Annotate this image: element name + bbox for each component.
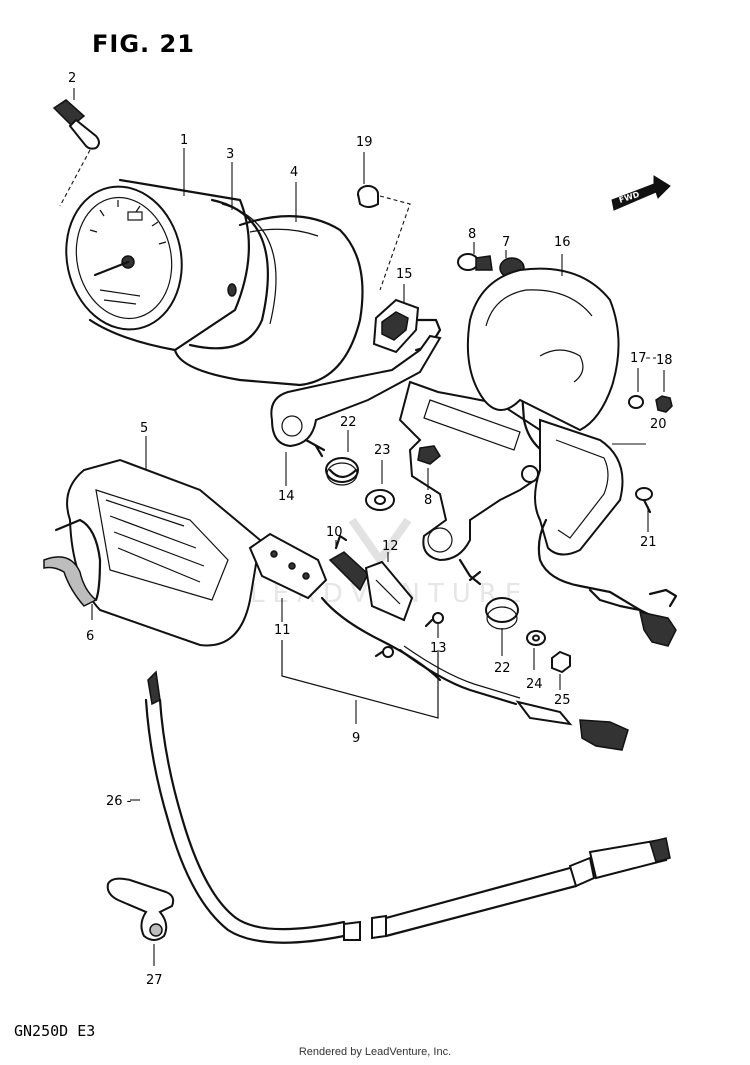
callout-2: 2: [68, 71, 76, 86]
callout-3: 3: [226, 147, 234, 162]
part-switch-11[interactable]: [248, 532, 328, 600]
callout-7: 7: [502, 235, 510, 250]
callout-8b: 8: [424, 493, 432, 508]
part-cap-19[interactable]: [357, 185, 379, 208]
callout-26: 26 -: [106, 794, 132, 809]
part-screw-21[interactable]: [635, 487, 653, 514]
callout-10: 10: [326, 525, 343, 540]
part-bulb-2[interactable]: [52, 99, 100, 150]
callout-27: 27: [146, 973, 163, 988]
callout-8a: 8: [468, 227, 476, 242]
callout-18: 18: [656, 353, 673, 368]
callout-1: 1: [180, 133, 188, 148]
callout-5: 5: [140, 421, 148, 436]
callout-13: 13: [430, 641, 447, 656]
dash-2: [59, 149, 91, 207]
part-nut-18[interactable]: [655, 395, 673, 413]
callout-4: 4: [290, 165, 298, 180]
part-ring-3[interactable]: [188, 198, 277, 350]
part-bracket-14[interactable]: [270, 334, 442, 458]
bracket-9: [281, 640, 439, 719]
callout-21: 21: [640, 535, 657, 550]
part-speedometer-1[interactable]: [53, 176, 250, 352]
callout-9: 9: [352, 731, 360, 746]
part-housing-16[interactable]: [466, 267, 620, 432]
part-harness-9[interactable]: [398, 645, 629, 751]
part-clamp-27[interactable]: [106, 877, 175, 941]
part-washer-17[interactable]: [628, 395, 644, 409]
footer-credit: Rendered by LeadVenture, Inc.: [298, 1046, 452, 1058]
part-switch-12[interactable]: [364, 560, 414, 622]
part-lens-6[interactable]: [43, 556, 98, 607]
fwd-arrow-icon: FWD: [611, 175, 671, 211]
callout-19: 19: [356, 135, 373, 150]
part-grommet-22a[interactable]: [325, 457, 359, 486]
part-nut-25[interactable]: [551, 650, 571, 674]
callout-11: 11: [274, 623, 291, 638]
callout-15: 15: [396, 267, 413, 282]
part-screw-13a[interactable]: [424, 612, 444, 628]
callout-22a: 22: [340, 415, 357, 430]
callout-17: 17: [630, 351, 647, 366]
callout-23: 23: [374, 443, 391, 458]
callout-12: 12: [382, 539, 399, 554]
callout-16: 16: [554, 235, 571, 250]
part-bulb-8a[interactable]: [457, 253, 493, 271]
callout-22b: 22: [494, 661, 511, 676]
figure-title: FIG. 21: [92, 30, 195, 58]
callouts: 2 1 3 4 19 8 7 16 15 17 18 20 22 23 14 8…: [68, 71, 673, 988]
part-cable-26[interactable]: [144, 670, 671, 944]
callout-6: 6: [86, 629, 94, 644]
part-grommet-22b[interactable]: [485, 597, 519, 630]
callout-14: 14: [278, 489, 295, 504]
dash-19: [379, 195, 411, 291]
model-code: GN250D E3: [14, 1022, 96, 1040]
part-panel-5[interactable]: [54, 458, 262, 647]
part-base-20[interactable]: [534, 418, 678, 647]
part-screw-13b[interactable]: [374, 646, 394, 658]
callout-25: 25: [554, 693, 571, 708]
callout-24: 24: [526, 677, 543, 692]
part-washer-24[interactable]: [526, 630, 546, 646]
part-connector-15[interactable]: [372, 298, 442, 354]
part-washer-23[interactable]: [365, 489, 395, 511]
part-case-4[interactable]: [173, 215, 364, 387]
callout-20: 20: [650, 417, 667, 432]
